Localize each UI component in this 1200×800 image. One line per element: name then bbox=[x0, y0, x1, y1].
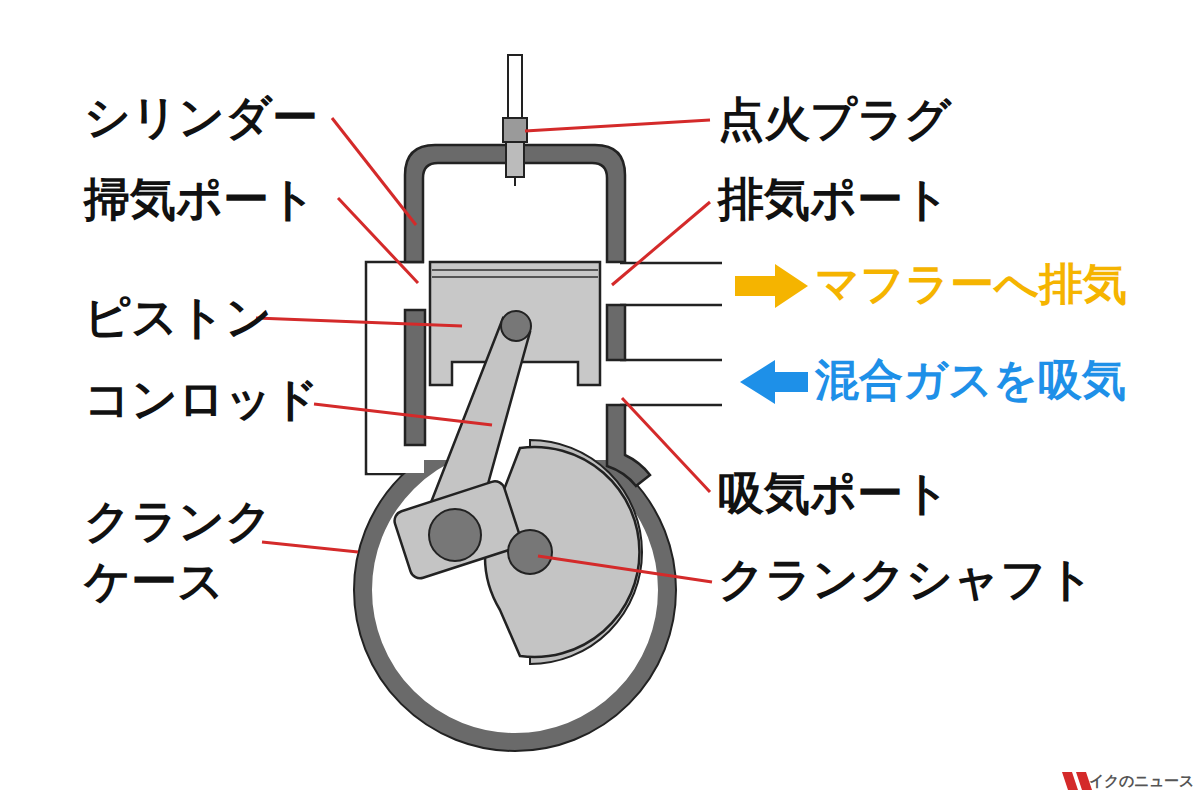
cylinder-wall-lower bbox=[607, 405, 650, 486]
cylinder-bore bbox=[424, 160, 608, 460]
part-label: クランクシャフト bbox=[718, 552, 1094, 607]
flow-label: 混合ガスを吸気 bbox=[815, 354, 1126, 407]
piston-pin bbox=[501, 311, 531, 341]
part-label: クランク ケース bbox=[84, 492, 284, 612]
intake-arrow bbox=[740, 360, 808, 404]
watermark: イクのニュース bbox=[1089, 772, 1194, 790]
part-label: 掃気ポート bbox=[84, 172, 316, 227]
piston-rings bbox=[432, 270, 598, 277]
flow-label: マフラーへ排気 bbox=[815, 258, 1127, 311]
part-label: シリンダー bbox=[84, 90, 318, 145]
scavenge-passage bbox=[366, 262, 426, 474]
crankcase bbox=[363, 438, 667, 742]
leader-lines bbox=[256, 118, 712, 582]
crank-web bbox=[485, 447, 639, 657]
spark-plug bbox=[503, 55, 527, 186]
crank-pin bbox=[429, 509, 481, 561]
part-label: 点火プラグ bbox=[718, 92, 951, 147]
conrod-big-end bbox=[392, 479, 523, 581]
cylinder-wall-left bbox=[405, 310, 425, 445]
exhaust-arrow bbox=[735, 264, 808, 308]
part-label: ピストン bbox=[84, 290, 272, 345]
cylinder-wall-right bbox=[607, 305, 625, 360]
part-label: コンロッド bbox=[84, 372, 319, 427]
logo-icon bbox=[1062, 772, 1092, 790]
crankshaft bbox=[508, 530, 552, 574]
part-label: 吸気ポート bbox=[718, 466, 950, 521]
port-ducts bbox=[620, 263, 722, 405]
part-label: 排気ポート bbox=[718, 172, 950, 227]
